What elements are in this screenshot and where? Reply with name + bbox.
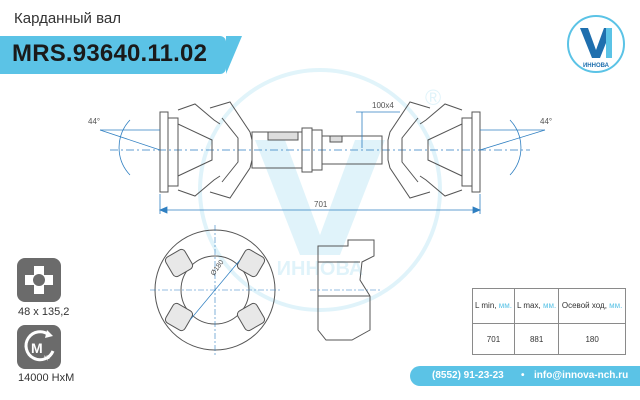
left-flange xyxy=(159,103,221,197)
cross-joint-spec-icon xyxy=(17,258,61,302)
right-yoke xyxy=(387,101,431,199)
right-flange xyxy=(419,103,481,197)
cross-joint-icon xyxy=(25,266,53,294)
watermark: ИННОВА ® xyxy=(198,68,442,312)
torque-icon-sub: кр xyxy=(44,355,51,361)
innova-logo: ИННОВА xyxy=(567,15,625,73)
torque-icon: M кр xyxy=(24,330,55,362)
header-axial-travel: Осевой ход, мм. xyxy=(558,288,626,324)
value-axial-travel: 180 xyxy=(558,323,626,355)
bolt-pattern-label: 100x4 xyxy=(372,101,394,110)
page-title: Карданный вал xyxy=(14,10,121,27)
length-dimension xyxy=(158,194,482,214)
footer-bullet: • xyxy=(521,370,525,381)
watermark-text: ИННОВА xyxy=(277,258,364,280)
right-tube xyxy=(321,135,383,165)
flange-diameter-label: Ø180 xyxy=(210,259,226,277)
torque-spec-label: 14000 НхМ xyxy=(18,372,75,384)
left-angle-dimension xyxy=(99,119,161,176)
right-angle-dimension xyxy=(479,119,546,176)
header-lmin: L min, мм. xyxy=(472,288,515,324)
length-label: 701 xyxy=(314,200,328,209)
cross-joint-spec-label: 48 x 135,2 xyxy=(18,306,70,318)
contact-footer: (8552) 91-23-23 • info@innova-nch.ru xyxy=(410,366,640,386)
part-number: MRS.93640.11.02 xyxy=(12,40,208,67)
value-lmax: 881 xyxy=(513,323,560,355)
header-lmax: L max, мм. xyxy=(513,288,560,324)
part-number-banner xyxy=(0,36,242,74)
bolt-dimension xyxy=(356,111,400,148)
right-angle-label: 44° xyxy=(540,117,552,126)
flange-front-view xyxy=(150,225,280,355)
phone-link[interactable]: (8552) 91-23-23 xyxy=(432,370,504,381)
logo-text: ИННОВА xyxy=(583,63,610,69)
left-angle-label: 44° xyxy=(88,117,100,126)
torque-icon-letter: M xyxy=(31,340,43,356)
watermark-mark: ® xyxy=(425,85,441,110)
value-lmin: 701 xyxy=(472,323,515,355)
flange-side-view xyxy=(310,239,380,341)
parameters-table: L min, мм. L max, мм. Осевой ход, мм. 70… xyxy=(472,288,626,355)
logo-mark-icon xyxy=(580,28,612,58)
torque-spec-icon: M кр xyxy=(17,325,61,369)
email-link[interactable]: info@innova-nch.ru xyxy=(534,370,629,381)
